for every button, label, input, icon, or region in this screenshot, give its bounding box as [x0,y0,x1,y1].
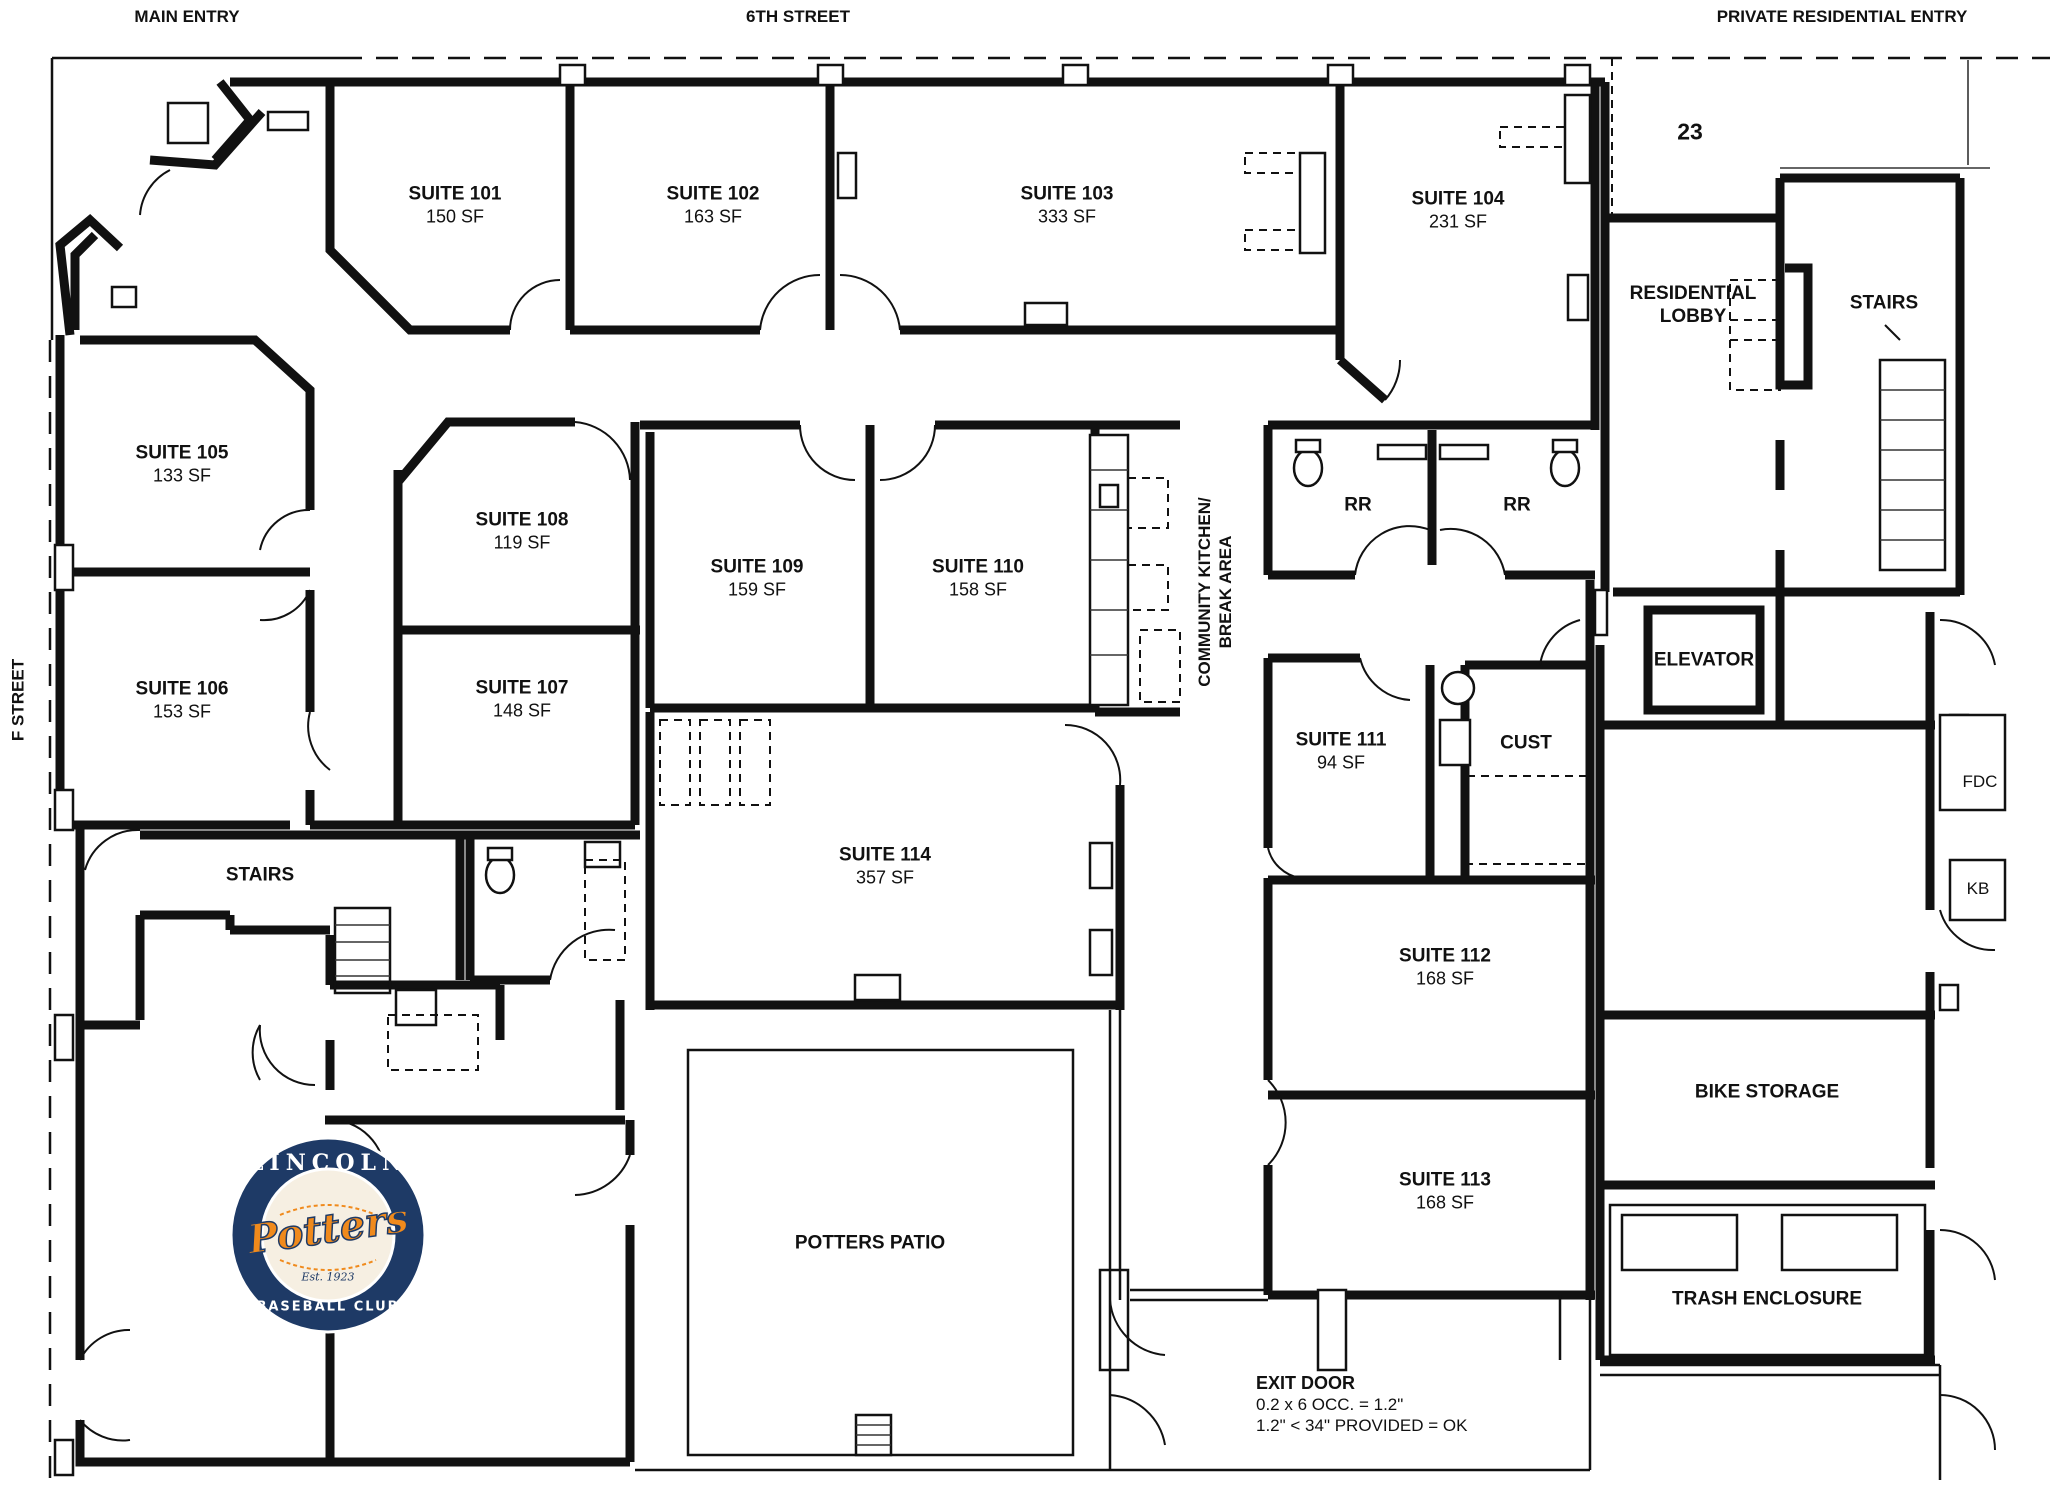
stairs-east-text: STAIRS [1849,292,1919,314]
community-kitchen-line2: BREAK AREA [1216,535,1235,649]
rr-right-label: RR [1503,494,1530,517]
elevator-label: ELEVATOR [1654,649,1754,672]
potters-patio-label: POTTERS PATIO [795,1232,945,1255]
logo-badge-icon [229,1136,427,1334]
main-entry-label: MAIN ENTRY [134,7,240,26]
logo-top-text: LINCOLN [247,1150,409,1176]
bike-storage-label: BIKE STORAGE [1695,1081,1839,1104]
suite-area: 163 SF [683,206,743,227]
suite-name: SUITE 107 [475,677,569,699]
cust-label: CUST [1500,732,1552,755]
exit-door-line1: 0.2 x 6 OCC. = 1.2" [1256,1395,1404,1414]
elevator-shaft [1643,605,1765,715]
residential-lobby-label: RESIDENTIAL LOBBY [1623,282,1763,328]
suite-name: SUITE 102 [666,183,760,205]
exit-door-line2: 1.2" < 34" PROVIDED = OK [1256,1416,1468,1435]
suite-name: SUITE 101 [408,183,502,205]
exterior-walls [55,77,1965,1467]
suite-area: 168 SF [1415,968,1475,989]
suite-name: SUITE 110 [932,556,1024,578]
residential-lobby-text: RESIDENTIAL LOBBY [1629,283,1757,327]
stairs-west-text: STAIRS [225,864,295,886]
suite-area: 168 SF [1415,1192,1475,1213]
fdc-label: FDC [1962,772,1998,791]
sixth-street-label: 6TH STREET [746,7,850,26]
community-kitchen-label: COMMUNITY KITCHEN/BREAK AREA [1194,497,1236,687]
trash-enclosure-label: TRASH ENCLOSURE [1672,1288,1862,1311]
rr-left-label: RR [1344,494,1371,517]
fixtures [333,93,2007,1071]
patio-edges [635,1010,1942,1480]
exit-door-title: EXIT DOOR [1256,1373,1356,1393]
suite-area: 148 SF [492,700,552,721]
entry-vestibule [55,77,330,336]
suite-name: SUITE 109 [710,556,804,578]
logo-bottom-text: BASEBALL CLUB [256,1299,400,1315]
rr-right-text: RR [1503,494,1531,516]
suite-area: 158 SF [948,579,1008,600]
wall-columns [53,63,1970,1477]
suite-name: SUITE 112 [1399,945,1491,967]
stairs-west-label: STAIRS [226,864,294,887]
kb-label: KB [1966,879,1990,898]
suite-area: 357 SF [855,867,915,888]
suite-name: SUITE 104 [1411,188,1505,210]
trash-enclosure-text: TRASH ENCLOSURE [1671,1288,1863,1310]
suite-name: SUITE 105 [135,442,229,464]
community-kitchen-line1: COMMUNITY KITCHEN/ [1195,497,1214,687]
lincoln-potters-logo: LINCOLN Potters Est. 1923 BASEBALL CLUB [228,1135,428,1335]
suite-name: SUITE 106 [135,678,229,700]
suite-area: 150 SF [425,206,485,227]
logo-est-text: Est. 1923 [301,1270,355,1284]
suite-name: SUITE 103 [1020,183,1114,205]
door-swings [79,169,1996,1451]
suite-area: 119 SF [493,532,551,553]
suite-area: 94 SF [1316,752,1366,773]
stairs-east-label: STAIRS [1850,292,1918,315]
cust-text: CUST [1500,732,1552,754]
elevator-text: ELEVATOR [1653,649,1755,671]
exit-door-note: EXIT DOOR 0.2 x 6 OCC. = 1.2" 1.2" < 34"… [1256,1373,1467,1436]
trash-enclosure-detail [1608,1203,1927,1357]
suite-name: SUITE 113 [1399,1169,1491,1191]
suite-area: 231 SF [1428,211,1488,232]
suite-name: SUITE 114 [839,844,931,866]
suite-area: 153 SF [152,701,212,722]
private-residential-entry-label: PRIVATE RESIDENTIAL ENTRY [1716,7,1968,26]
suite-area: 133 SF [152,465,212,486]
suite-area: 333 SF [1037,206,1097,227]
suite-area: 159 SF [727,579,787,600]
rr-left-text: RR [1344,494,1372,516]
suite-name: SUITE 111 [1295,729,1387,751]
unit-number: 23 [1677,118,1703,145]
potters-patio-text: POTTERS PATIO [794,1232,946,1254]
suite-name: SUITE 108 [475,509,569,531]
bike-storage-text: BIKE STORAGE [1694,1081,1840,1103]
f-street-label: F STREET [8,658,28,742]
